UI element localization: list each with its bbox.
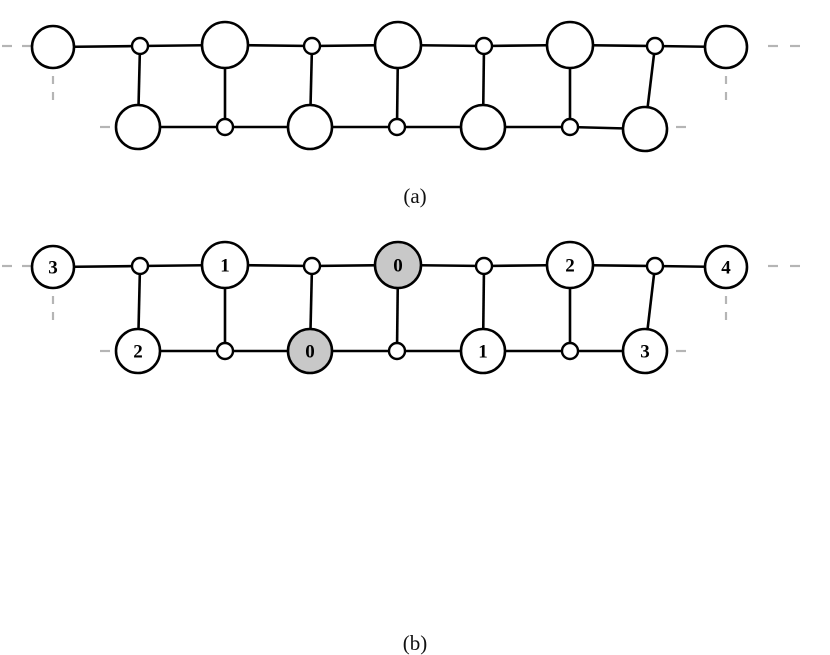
- bond-node-bottom-circle: [387, 117, 407, 137]
- node-label: 1: [220, 256, 230, 277]
- panel-a-caption: (a): [403, 184, 427, 208]
- site-node-top: [703, 24, 749, 70]
- bond-node-top-circle: [302, 36, 322, 56]
- site-node-top: [30, 24, 76, 70]
- site-node-top-circle: [545, 20, 595, 70]
- bond-node-top: [302, 36, 322, 56]
- site-node-top: 4: [703, 244, 749, 290]
- bond-node-bottom: [387, 341, 407, 361]
- panel-a-continuation-dashes: [2, 44, 800, 129]
- site-node-bottom: [286, 103, 334, 151]
- site-node-bottom-circle: [621, 105, 669, 153]
- site-node-top: 1: [200, 240, 250, 290]
- bond-node-top: [645, 256, 665, 276]
- bond-node-top-circle: [130, 36, 150, 56]
- panel-a-graph: [2, 20, 800, 153]
- site-node-top-circle: [373, 240, 423, 290]
- site-node-top-circle: [373, 20, 423, 70]
- bond-node-bottom: [215, 117, 235, 137]
- site-node-top-circle: [703, 24, 749, 70]
- site-node-top-circle: [30, 24, 76, 70]
- site-node-bottom-circle: [459, 103, 507, 151]
- node-label: 4: [721, 258, 731, 279]
- site-node-bottom-circle: [114, 103, 162, 151]
- bond-node-top: [645, 36, 665, 56]
- node-label: 3: [640, 342, 650, 363]
- panel-a-nodes: [30, 20, 749, 153]
- site-node-top-circle: [200, 20, 250, 70]
- site-node-bottom: 3: [621, 327, 669, 375]
- bond-node-bottom: [215, 341, 235, 361]
- bond-node-top: [474, 36, 494, 56]
- node-label: 2: [133, 342, 143, 363]
- bond-node-bottom: [560, 341, 580, 361]
- bond-node-top-circle: [302, 256, 322, 276]
- site-node-bottom-circle: [621, 327, 669, 375]
- site-node-top: 3: [30, 244, 76, 290]
- panel-b-caption: (b): [402, 631, 428, 655]
- site-node-top-circle: [30, 244, 76, 290]
- site-node-top: [545, 20, 595, 70]
- bond-node-bottom-circle: [215, 117, 235, 137]
- node-label: 0: [393, 256, 403, 277]
- bond-node-top: [474, 256, 494, 276]
- site-node-bottom-circle: [459, 327, 507, 375]
- panel-b-nodes: 3 1 0 2 4 2 0 1 3: [30, 240, 749, 375]
- site-node-bottom: 1: [459, 327, 507, 375]
- node-label: 1: [478, 342, 488, 363]
- site-node-bottom: [459, 103, 507, 151]
- node-label: 0: [305, 342, 315, 363]
- node-label: 3: [48, 258, 58, 279]
- site-node-bottom: 0: [286, 327, 334, 375]
- bond-node-top-circle: [474, 36, 494, 56]
- site-node-top-circle: [200, 240, 250, 290]
- site-node-bottom: 2: [114, 327, 162, 375]
- panel-a: (a): [0, 0, 830, 227]
- bond-node-top: [130, 256, 150, 276]
- site-node-bottom: [114, 103, 162, 151]
- site-node-top: [373, 20, 423, 70]
- site-node-top-circle: [545, 240, 595, 290]
- site-node-bottom-circle: [114, 327, 162, 375]
- bond-node-top: [130, 36, 150, 56]
- bond-node-bottom: [560, 117, 580, 137]
- bond-node-bottom-circle: [560, 341, 580, 361]
- site-node-top: 2: [545, 240, 595, 290]
- bond-node-top-circle: [474, 256, 494, 276]
- site-node-bottom-circle: [286, 327, 334, 375]
- bond-node-bottom: [387, 117, 407, 137]
- site-node-top: 0: [373, 240, 423, 290]
- site-node-bottom: [621, 105, 669, 153]
- bond-node-top-circle: [645, 36, 665, 56]
- panel-b: 3 1 0 2 4 2 0 1 3 (b): [0, 227, 830, 654]
- bond-node-top-circle: [130, 256, 150, 276]
- site-node-top: [200, 20, 250, 70]
- bond-node-bottom-circle: [387, 341, 407, 361]
- node-label: 2: [565, 256, 575, 277]
- bond-node-bottom-circle: [560, 117, 580, 137]
- bond-node-top: [302, 256, 322, 276]
- bond-node-bottom-circle: [215, 341, 235, 361]
- panel-b-continuation-dashes: [2, 264, 800, 353]
- bond-node-top-circle: [645, 256, 665, 276]
- panel-b-graph: 3 1 0 2 4 2 0 1 3: [2, 240, 800, 375]
- site-node-bottom-circle: [286, 103, 334, 151]
- site-node-top-circle: [703, 244, 749, 290]
